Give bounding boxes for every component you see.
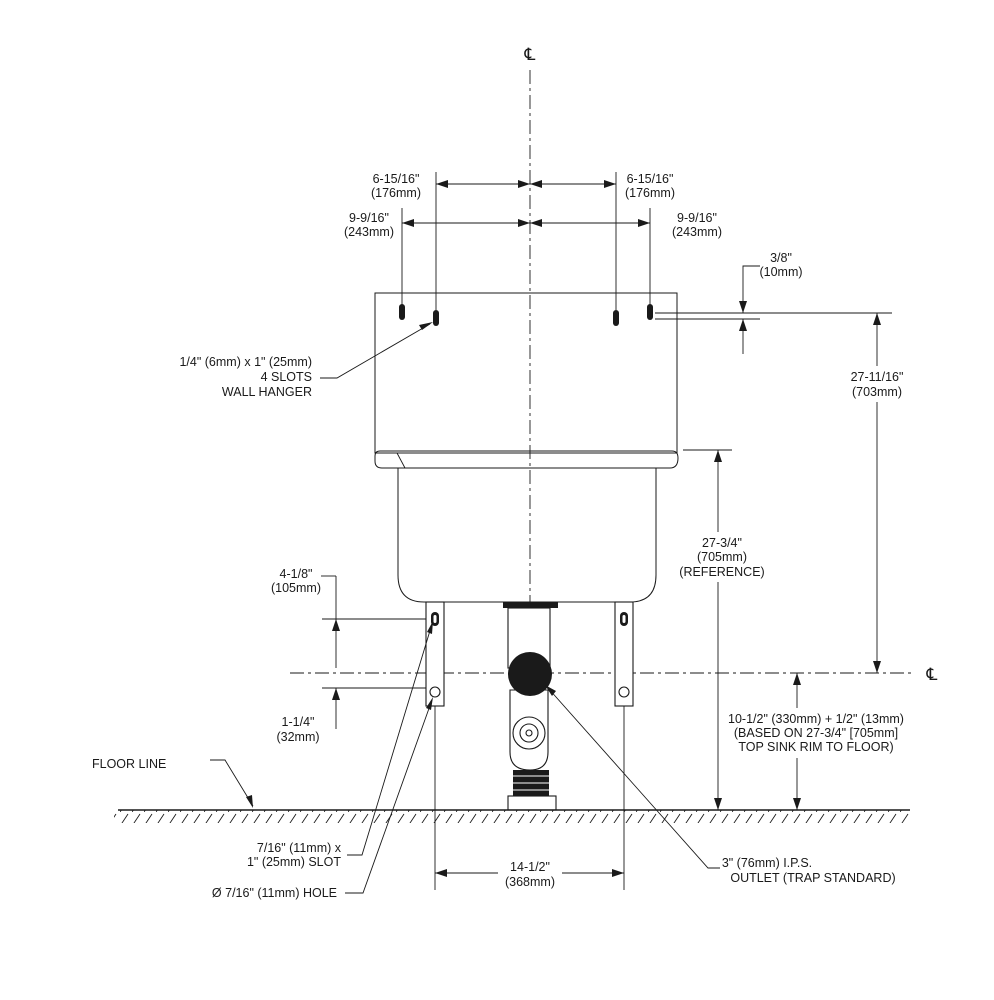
rim-to-floor-dimension: 27-3/4" (705mm) (REFERENCE): [672, 449, 772, 810]
hanger-slot-1: [399, 304, 405, 320]
hanger-slot-3: [613, 310, 619, 326]
dim-top-left-b-mm: (243mm): [344, 225, 394, 239]
trap-base: [507, 795, 557, 811]
slot-offset-dimension: 3/8" (10mm): [655, 251, 803, 354]
cl-symbol-top: ℄: [524, 45, 536, 64]
hole-label: Ø 7/16" (11mm) HOLE: [212, 886, 337, 900]
wall-hanger-callout: 1/4" (6mm) x 1" (25mm) 4 SLOTS WALL HANG…: [179, 322, 433, 399]
sink-body: [374, 292, 679, 603]
cl-height-line-3: TOP SINK RIM TO FLOOR): [738, 740, 893, 754]
left-leg-hole: [429, 686, 441, 698]
leg-spacing-mm: (368mm): [505, 875, 555, 889]
dim-leg-lower: 1-1/4": [282, 715, 315, 729]
dim-top-left-a-mm: (176mm): [371, 186, 421, 200]
slot-line-2: 1" (25mm) SLOT: [247, 855, 341, 869]
dim-top-left-b: 9-9/16": [349, 211, 389, 225]
sink-rim: [374, 450, 679, 469]
top-dimensions: 6-15/16" (176mm) 6-15/16" (176mm) 9-9/16…: [344, 172, 722, 310]
centerline-height-dimension: 10-1/2" (330mm) + 1/2" (13mm) (BASED ON …: [722, 673, 918, 810]
dim-slot-offset: 3/8": [770, 251, 792, 265]
outlet-3in-ips: [508, 652, 552, 696]
centerlines: ℄ ℄: [290, 45, 938, 812]
right-leg-hole: [618, 686, 630, 698]
cl-height-line-1: 10-1/2" (330mm) + 1/2" (13mm): [728, 712, 904, 726]
wall-hanger-line-3: WALL HANGER: [222, 385, 312, 399]
sink-bowl: [397, 468, 657, 603]
dim-top-right-b: 9-9/16": [677, 211, 717, 225]
leg-spacing: 14-1/2": [510, 860, 550, 874]
leg-dimensions: 4-1/8" (105mm) 1-1/4" (32mm): [271, 567, 426, 744]
cl-symbol-right: ℄: [926, 665, 938, 684]
dim-leg-upper-mm: (105mm): [271, 581, 321, 595]
dim-leg-lower-mm: (32mm): [276, 730, 319, 744]
dim-slot-to-cl-mm: (703mm): [852, 385, 902, 399]
hanger-slot-2: [433, 310, 439, 326]
leg-spacing-dimension: 14-1/2" (368mm): [434, 706, 625, 890]
slot-line-1: 7/16" (11mm) x: [257, 841, 342, 855]
outlet-callout: 3" (76mm) I.P.S. OUTLET (TRAP STANDARD): [545, 685, 896, 885]
dim-top-right-a-mm: (176mm): [625, 186, 675, 200]
dim-slot-offset-mm: (10mm): [759, 265, 802, 279]
floor-line-label: FLOOR LINE: [92, 757, 166, 771]
drain-trap: [503, 602, 558, 811]
dim-top-right-b-mm: (243mm): [672, 225, 722, 239]
slot-to-centerline-dimension: 27-11/16" (703mm): [760, 312, 919, 673]
wall-hanger-line-1: 1/4" (6mm) x 1" (25mm): [179, 355, 312, 369]
outlet-line-1: 3" (76mm) I.P.S.: [722, 856, 812, 870]
dim-leg-upper: 4-1/8": [280, 567, 313, 581]
dim-rim-to-floor: 27-3/4": [702, 536, 742, 550]
floor-hatch: [114, 810, 910, 823]
dim-rim-to-floor-ref: (REFERENCE): [679, 565, 764, 579]
slot-hole-callouts: 7/16" (11mm) x 1" (25mm) SLOT Ø 7/16" (1…: [212, 621, 433, 900]
wall-hanger-line-2: 4 SLOTS: [261, 370, 312, 384]
cl-height-line-2: (BASED ON 27-3/4" [705mm]: [734, 726, 898, 740]
backsplash: [374, 292, 678, 454]
outlet-line-2: OUTLET (TRAP STANDARD): [730, 871, 895, 885]
dim-rim-to-floor-mm: (705mm): [697, 550, 747, 564]
dim-slot-to-cl: 27-11/16": [851, 370, 904, 384]
floor: FLOOR LINE: [92, 757, 910, 823]
dim-top-right-a: 6-15/16": [627, 172, 674, 186]
hanger-slot-4: [647, 304, 653, 320]
dim-top-left-a: 6-15/16": [373, 172, 420, 186]
drain-flange: [503, 602, 558, 608]
